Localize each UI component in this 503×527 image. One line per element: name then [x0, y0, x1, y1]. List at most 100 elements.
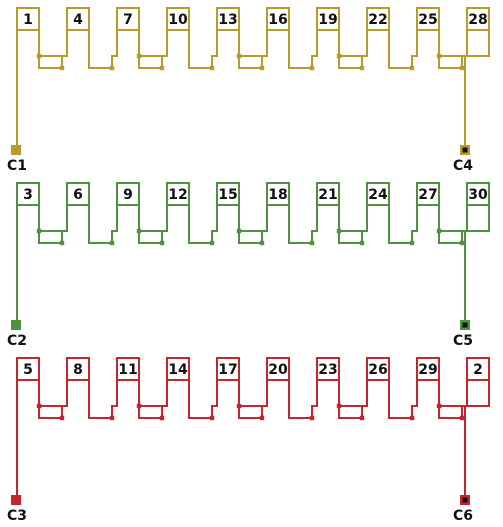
- slot-number: 3: [23, 187, 33, 203]
- slot-number: 22: [368, 12, 387, 28]
- slot-number: 11: [118, 362, 137, 378]
- slot-box: [66, 182, 90, 206]
- junction-dot: [309, 240, 315, 246]
- slot-box: [216, 182, 240, 206]
- slot-number: 24: [368, 187, 388, 203]
- slot-number: 10: [168, 12, 188, 28]
- slot-box: [16, 7, 40, 31]
- junction-dot: [309, 65, 315, 71]
- slot-number: 29: [418, 362, 437, 378]
- slot-number: 18: [268, 187, 287, 203]
- junction-dot: [436, 403, 442, 409]
- junction-dot: [109, 240, 115, 246]
- terminal-end-label: C5: [453, 333, 473, 349]
- slot-number: 19: [318, 12, 337, 28]
- slot-box: [66, 357, 90, 381]
- slot-box: [116, 357, 140, 381]
- junction-dot: [359, 240, 365, 246]
- slot-number: 4: [73, 12, 83, 28]
- terminal-start-label: C1: [7, 158, 27, 174]
- slot-box: [266, 7, 290, 31]
- junction-dot: [59, 240, 65, 246]
- junction-dot: [136, 403, 142, 409]
- slot-box: [366, 182, 390, 206]
- slot-box: [366, 357, 390, 381]
- slot-number: 21: [318, 187, 337, 203]
- junction-dot: [236, 228, 242, 234]
- slot-number: 8: [73, 362, 83, 378]
- slot-number: 2: [473, 362, 483, 378]
- slot-number: 23: [318, 362, 337, 378]
- phase-3-winding: 5 8 11 14 17 20 23 26 29 2C3 C6: [7, 357, 490, 524]
- slot-number: 20: [268, 362, 288, 378]
- slot-number: 13: [218, 12, 237, 28]
- slot-box: [16, 357, 40, 381]
- slot-box: [466, 7, 490, 31]
- junction-dot: [109, 65, 115, 71]
- junction-dot: [236, 53, 242, 59]
- slot-number: 5: [23, 362, 33, 378]
- terminal-end-dot: [462, 147, 468, 153]
- junction-dot: [259, 240, 265, 246]
- terminal-end-label: C4: [453, 158, 473, 174]
- junction-dot: [59, 65, 65, 71]
- junction-dot: [409, 65, 415, 71]
- junction-dot: [259, 415, 265, 421]
- slot-box: [416, 7, 440, 31]
- junction-dot: [459, 415, 465, 421]
- slot-box: [166, 7, 190, 31]
- terminal-start-label: C2: [7, 333, 27, 349]
- junction-dot: [136, 53, 142, 59]
- junction-dot: [359, 65, 365, 71]
- junction-dot: [209, 65, 215, 71]
- junction-dot: [309, 415, 315, 421]
- junction-dot: [36, 403, 42, 409]
- slot-box: [216, 7, 240, 31]
- slot-number: 14: [168, 362, 188, 378]
- junction-dot: [336, 53, 342, 59]
- slot-box: [316, 182, 340, 206]
- slot-box: [266, 357, 290, 381]
- slot-box: [466, 182, 490, 206]
- junction-dot: [459, 240, 465, 246]
- slot-number: 28: [468, 12, 487, 28]
- junction-dot: [209, 415, 215, 421]
- junction-dot: [409, 415, 415, 421]
- slot-number: 27: [418, 187, 437, 203]
- junction-dot: [336, 228, 342, 234]
- junction-dot: [436, 53, 442, 59]
- slot-number: 7: [123, 12, 133, 28]
- terminal-start: [11, 145, 21, 155]
- terminal-start-label: C3: [7, 508, 27, 524]
- slot-box: [116, 7, 140, 31]
- junction-dot: [359, 415, 365, 421]
- slot-box: [66, 7, 90, 31]
- slot-box: [416, 357, 440, 381]
- junction-dot: [209, 240, 215, 246]
- junction-dot: [409, 240, 415, 246]
- junction-dot: [436, 228, 442, 234]
- junction-dot: [236, 403, 242, 409]
- slot-number: 26: [368, 362, 387, 378]
- terminal-end-label: C6: [453, 508, 473, 524]
- terminal-end-dot: [462, 497, 468, 503]
- terminal-end-dot: [462, 322, 468, 328]
- slot-number: 16: [268, 12, 287, 28]
- slot-number: 15: [218, 187, 237, 203]
- slot-number: 25: [418, 12, 437, 28]
- terminal-start: [11, 495, 21, 505]
- junction-dot: [159, 240, 165, 246]
- slot-number: 9: [123, 187, 133, 203]
- slot-box: [16, 182, 40, 206]
- slot-box: [366, 7, 390, 31]
- junction-dot: [36, 228, 42, 234]
- slot-box: [316, 357, 340, 381]
- junction-dot: [136, 228, 142, 234]
- slot-box: [416, 182, 440, 206]
- junction-dot: [159, 415, 165, 421]
- slot-number: 30: [468, 187, 488, 203]
- slot-number: 17: [218, 362, 237, 378]
